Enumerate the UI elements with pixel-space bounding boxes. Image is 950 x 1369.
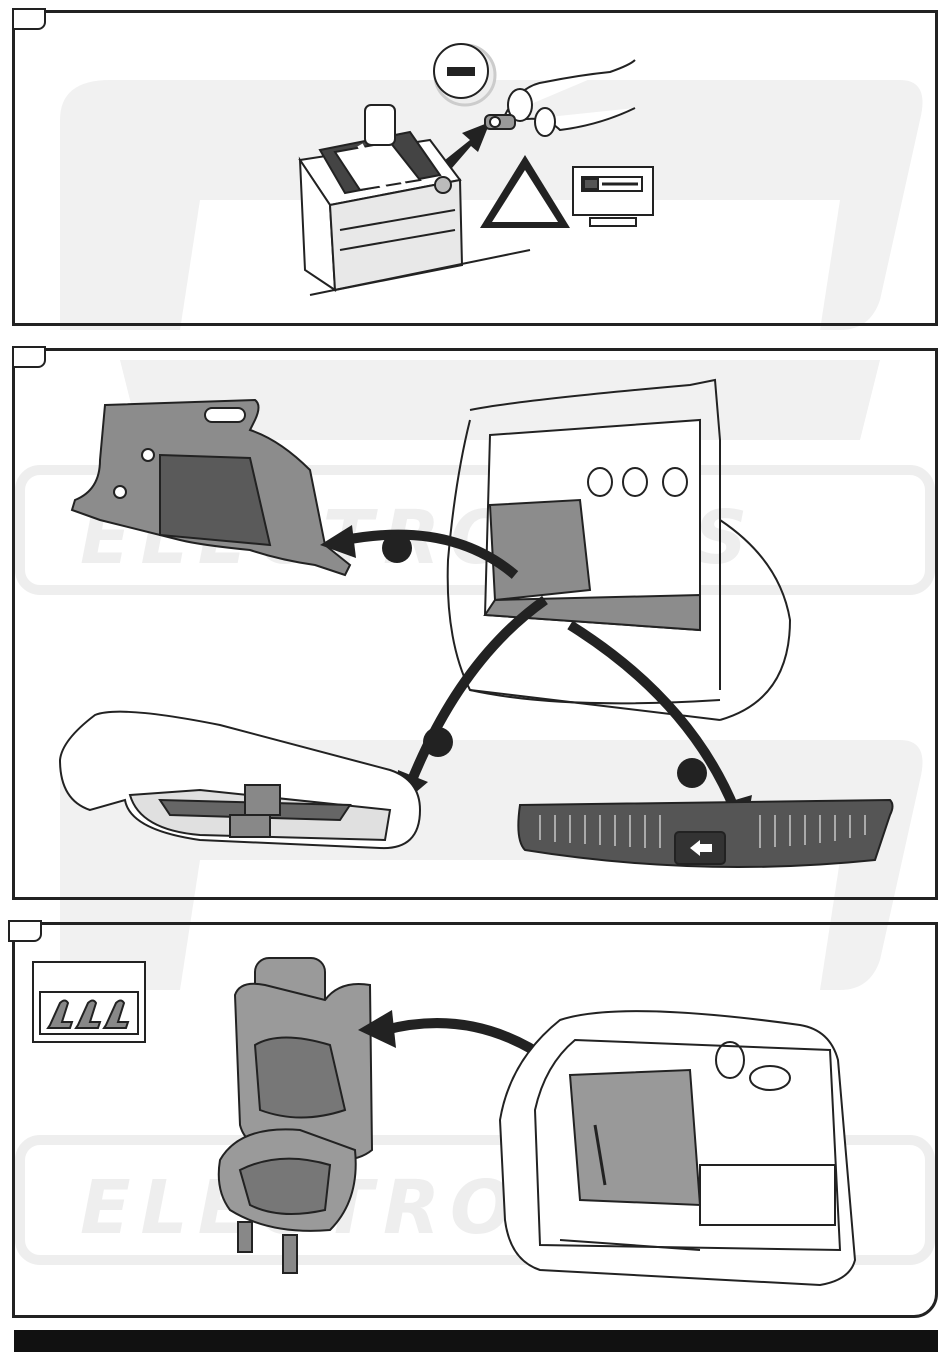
car-interior-icon xyxy=(500,1011,855,1285)
seat-icon xyxy=(219,958,372,1273)
footer-bar xyxy=(14,1330,938,1352)
seat-group-icon xyxy=(33,962,145,1042)
